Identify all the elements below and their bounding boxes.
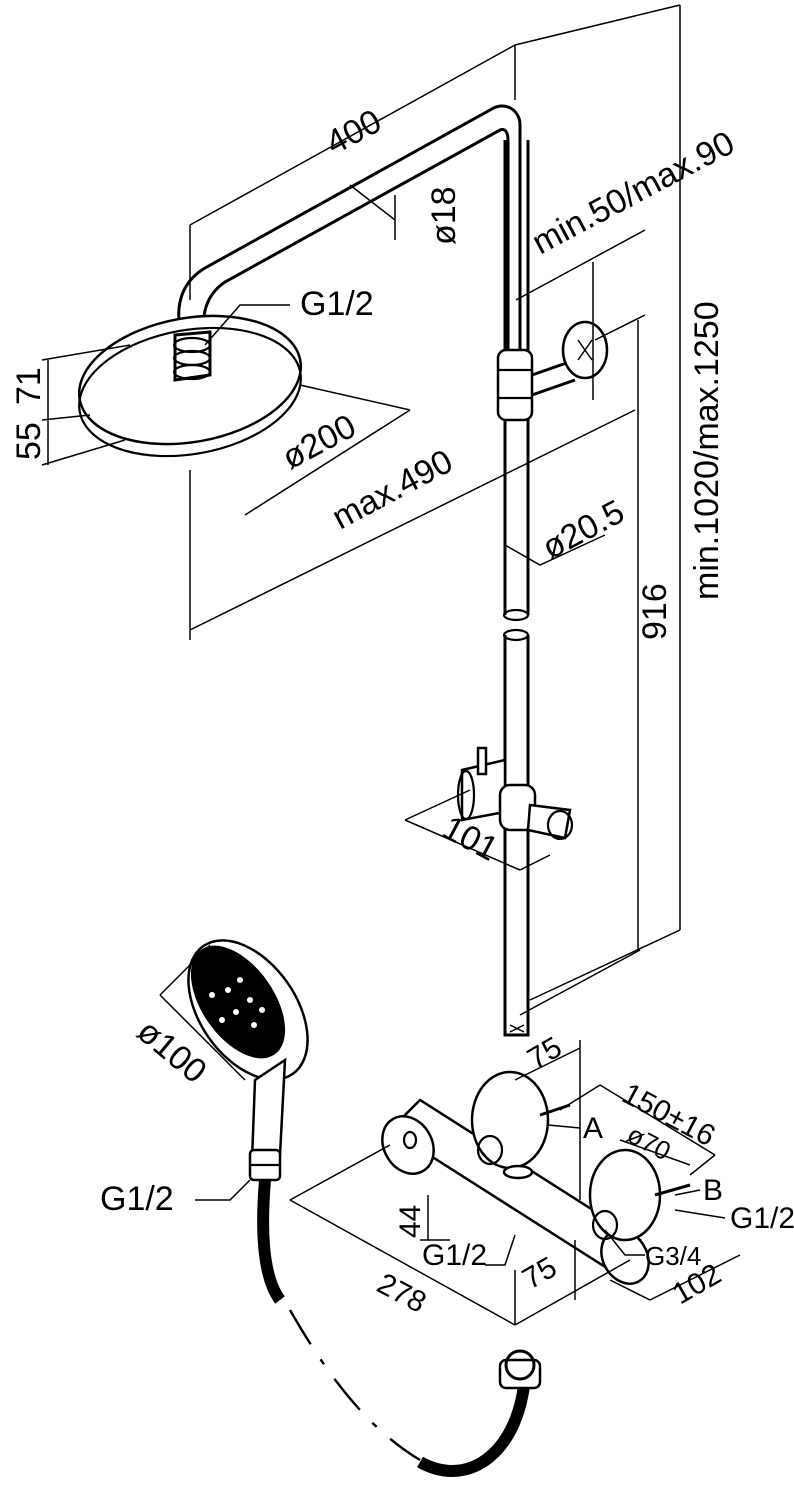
label-head-height-b: 71 — [10, 367, 48, 405]
dimension-lines — [41, 4, 741, 1326]
hand-shower — [187, 939, 309, 1182]
label-arm-diameter: ø18 — [425, 186, 463, 245]
wall-bracket — [496, 320, 609, 422]
label-arm-length: 400 — [320, 102, 388, 162]
label-head-reach: max.490 — [326, 442, 459, 537]
label-inlet-b-thread: G1/2 — [730, 1202, 794, 1235]
label-mixer-width: 278 — [372, 1267, 432, 1320]
label-wall-offset: min.50/max.90 — [526, 124, 741, 262]
label-inlet-b: B — [703, 1174, 723, 1207]
shower-arm — [177, 104, 522, 350]
overhead-shower-head — [77, 314, 303, 458]
label-overall-height: min.1020/max.1250 — [688, 301, 726, 600]
label-mixer-top-offset: 75 — [522, 1031, 567, 1076]
label-hose-connection: G1/2 — [100, 1180, 174, 1218]
label-head-diameter: ø200 — [276, 407, 362, 477]
label-rail-length: 916 — [636, 583, 674, 640]
label-mixer-bottom-offset: 75 — [517, 1251, 562, 1296]
hand-shower-holder — [456, 746, 574, 841]
shower-hose — [257, 1179, 542, 1477]
label-eccentric-thread: G3/4 — [645, 1241, 701, 1271]
label-outlet-thread: G1/2 — [422, 1239, 487, 1272]
label-head-height-a: 55 — [10, 422, 48, 460]
label-head-connection: G1/2 — [300, 285, 374, 323]
label-holder-width: 101 — [436, 809, 504, 869]
label-outlet-height: 44 — [394, 1205, 427, 1238]
thermostatic-mixer — [381, 1070, 691, 1285]
label-rail-diameter: ø20.5 — [536, 493, 631, 567]
label-inlet-a: A — [583, 1112, 603, 1145]
